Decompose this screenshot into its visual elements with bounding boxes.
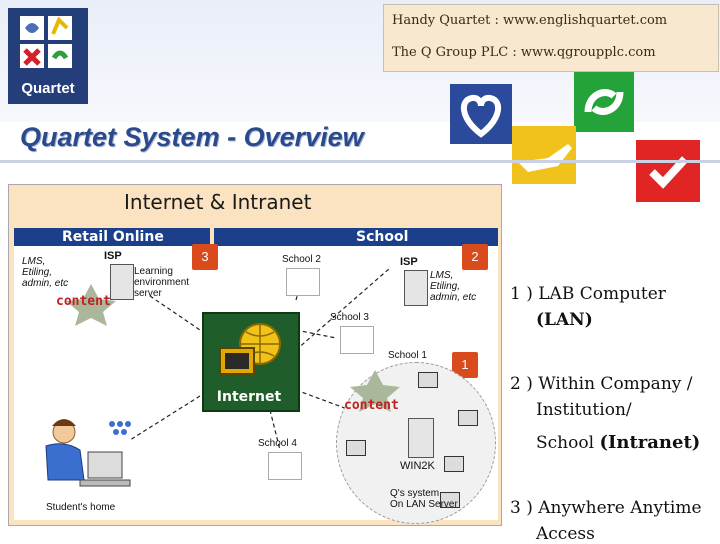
note-2-line-1: 2 ) Within Company / <box>510 374 693 394</box>
retail-online-label: Retail Online <box>62 229 164 245</box>
internet-label: Internet <box>216 389 282 405</box>
school-2-box <box>286 268 320 296</box>
school-4-box <box>268 452 302 480</box>
student-at-computer-icon <box>45 419 131 487</box>
logo-label: Quartet <box>21 80 75 97</box>
note-1-line-1: 1 ) LAB Computer <box>510 284 666 304</box>
title-underline <box>0 160 720 163</box>
note-2-plain-text: School <box>536 433 600 453</box>
isp-right-server-icon <box>404 270 428 306</box>
school-label: School <box>356 229 409 245</box>
content-left-label: content <box>56 294 111 309</box>
internet-hub <box>202 312 300 412</box>
school-bar <box>214 228 498 246</box>
qs-system-text: Q's system On LAN Server <box>390 488 458 510</box>
links-box: Handy Quartet : www.englishquartet.com T… <box>383 4 719 72</box>
note-2-line-3: School (Intranet) <box>536 432 700 453</box>
isp-left-label: ISP <box>104 250 122 262</box>
heart-tile-icon <box>450 84 512 144</box>
note-1-line-2: (LAN) <box>536 310 593 330</box>
link-handy-quartet[interactable]: Handy Quartet : www.englishquartet.com <box>392 13 668 28</box>
school-3-box <box>340 326 374 354</box>
school-2-label: School 2 <box>282 254 321 265</box>
lan-computer-icon <box>346 440 366 456</box>
content-star-left-icon <box>66 284 116 326</box>
note-3-line-2: Access <box>536 524 595 544</box>
lms-right-text: LMS, Etiling, admin, etc <box>430 270 477 303</box>
diagram-heading: Internet & Intranet <box>124 190 312 214</box>
content-star-right-icon <box>350 370 400 412</box>
lan-computer-icon <box>458 410 478 426</box>
badge-2: 2 <box>462 244 488 270</box>
lan-computer-icon <box>444 456 464 472</box>
quartet-logo: Quartet <box>8 8 88 104</box>
note-3-line-1: 3 ) Anywhere Anytime <box>510 498 702 518</box>
note-2-line-2: Institution/ <box>536 400 632 420</box>
note-2-bold-text: (Intranet) <box>599 432 701 453</box>
win2k-label: WIN2K <box>400 460 435 472</box>
badge-3: 3 <box>192 244 218 270</box>
check-tile-icon <box>636 140 700 202</box>
link-q-group[interactable]: The Q Group PLC : www.qgroupplc.com <box>392 45 656 60</box>
school-4-label: School 4 <box>258 438 297 449</box>
swirl-tile-icon <box>574 72 634 132</box>
school-1-label: School 1 <box>388 350 427 361</box>
isp-right-label: ISP <box>400 256 418 268</box>
badge-1: 1 <box>452 352 478 378</box>
lan-computer-icon <box>418 372 438 388</box>
isp-left-server-icon <box>110 264 134 300</box>
content-right-label: content <box>344 398 399 413</box>
lan-computer-icon <box>440 492 460 508</box>
page-title: Quartet System - Overview <box>20 122 364 152</box>
learning-server-text: Learning environment server <box>134 266 190 299</box>
lms-left-text: LMS, Etiling, admin, etc <box>22 256 69 289</box>
logo-icon <box>20 16 72 68</box>
school-3-label: School 3 <box>330 312 369 323</box>
lan-server-icon <box>408 418 434 458</box>
hand-tile-icon <box>512 126 576 184</box>
retail-online-bar <box>14 228 210 246</box>
globe-computer-icon <box>219 323 281 375</box>
students-home-label: Student's home <box>46 502 116 513</box>
